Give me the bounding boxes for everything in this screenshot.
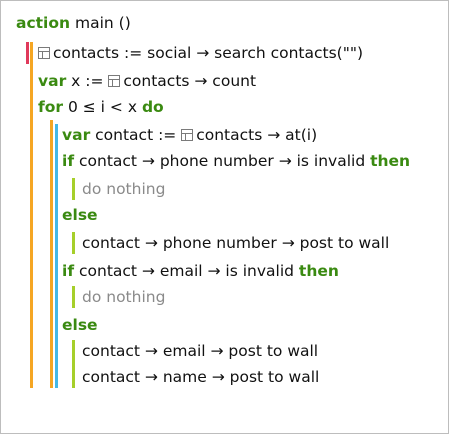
keyword-action: action xyxy=(16,14,71,32)
keyword-else: else xyxy=(62,206,98,224)
statement-text: contact → phone number → is invalid xyxy=(74,152,371,170)
local-data-box-icon xyxy=(181,129,194,141)
then2-bar-lime[interactable] xyxy=(72,286,75,308)
code-line-9[interactable]: if contact → email → is invalid then xyxy=(62,260,339,282)
local-data-box-icon xyxy=(38,47,50,59)
code-line-7[interactable]: else xyxy=(62,204,98,226)
action-header-line[interactable]: action main () xyxy=(16,12,131,34)
block-bar-orange[interactable] xyxy=(30,42,33,388)
empty-block-text: do nothing xyxy=(82,180,166,198)
statement-bar-red[interactable] xyxy=(26,42,29,64)
code-line-4[interactable]: var contact := contacts → at(i) xyxy=(62,124,317,146)
keyword-then: then xyxy=(370,152,411,170)
loop-bar-orange[interactable] xyxy=(50,120,53,388)
keyword-var: var xyxy=(62,126,91,144)
keyword-if: if xyxy=(62,262,75,280)
statement-text: 0 ≤ i < x xyxy=(63,98,142,116)
code-line-11[interactable]: else xyxy=(62,314,98,336)
code-line-8[interactable]: contact → phone number → post to wall xyxy=(82,232,389,254)
statement-text: contact := xyxy=(90,126,182,144)
if1-bar-blue[interactable] xyxy=(55,150,58,250)
keyword-for: for xyxy=(38,98,64,116)
statement-text: contacts → count xyxy=(123,72,257,90)
statement-text: contacts → at(i) xyxy=(196,126,318,144)
local-data-box-icon xyxy=(108,75,121,87)
keyword-else: else xyxy=(62,316,98,334)
statement-text: contact → name → post to wall xyxy=(82,368,320,386)
code-line-13[interactable]: contact → name → post to wall xyxy=(82,366,319,388)
statement-text: contact → email → post to wall xyxy=(82,342,319,360)
else2-bar-lime[interactable] xyxy=(72,340,75,388)
keyword-then: then xyxy=(298,262,339,280)
statement-text: contacts := social → search contacts("") xyxy=(53,44,364,62)
keyword-if: if xyxy=(62,152,75,170)
code-line-1[interactable]: contacts := social → search contacts("") xyxy=(38,42,363,64)
statement-text: x := xyxy=(66,72,109,90)
code-line-5[interactable]: if contact → phone number → is invalid t… xyxy=(62,150,410,172)
code-line-3[interactable]: for 0 ≤ i < x do xyxy=(38,96,164,118)
keyword-var: var xyxy=(38,72,67,90)
then1-bar-lime[interactable] xyxy=(72,178,75,200)
action-signature: main () xyxy=(70,14,131,32)
empty-block-text: do nothing xyxy=(82,288,166,306)
code-line-12[interactable]: contact → email → post to wall xyxy=(82,340,318,362)
code-line-2[interactable]: var x := contacts → count xyxy=(38,70,256,92)
statement-text: contact → email → is invalid xyxy=(74,262,299,280)
keyword-do: do xyxy=(141,98,164,116)
statement-text: contact → phone number → post to wall xyxy=(82,234,390,252)
code-line-6[interactable]: do nothing xyxy=(82,178,165,200)
else1-bar-lime[interactable] xyxy=(72,232,75,254)
block-bar-blue[interactable] xyxy=(55,124,58,388)
code-line-10[interactable]: do nothing xyxy=(82,286,165,308)
